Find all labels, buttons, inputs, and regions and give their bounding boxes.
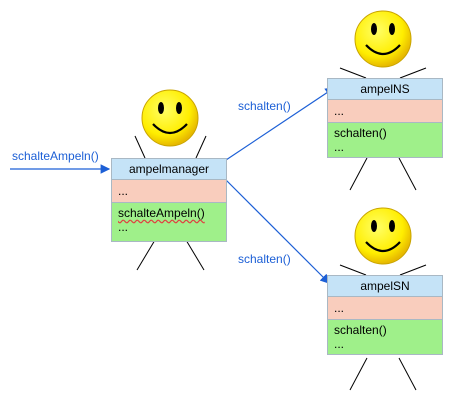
operations-compartment: schalten() ... [328,320,442,354]
stick-figure-lines-manager [134,135,207,271]
smiley-icon-ns [354,10,412,68]
attributes-compartment: ... [328,100,442,123]
operation-item: ... [334,337,345,351]
operation-item: schalten() [334,126,387,140]
stick-figure-lines-ns [339,67,427,191]
arrow-to-ns [225,87,335,161]
object-box-ampelmanager: ampelmanager ... schalteAmpeln() ... [111,158,227,242]
message-label-to-ns: schalten() [238,99,291,113]
arrow-to-sn [225,179,330,284]
operations-compartment: schalteAmpeln() ... [112,203,226,241]
operation-item: schalten() [334,323,387,337]
object-box-ampelsn: ampelSN ... schalten() ... [327,275,443,355]
attributes-compartment: ... [112,180,226,203]
object-name: ampelmanager [112,159,226,180]
operation-item: schalteAmpeln() [118,206,205,220]
attributes-compartment: ... [328,297,442,320]
message-label-to-sn: schalten() [238,252,291,266]
object-name: ampelNS [328,79,442,100]
smiley-icon-manager [141,89,199,147]
operations-compartment: schalten() ... [328,123,442,157]
operation-item: ... [118,220,129,234]
object-name: ampelSN [328,276,442,297]
object-box-ampelns: ampelNS ... schalten() ... [327,78,443,158]
incoming-message-label: schalteAmpeln() [12,149,99,163]
operation-item: ... [334,140,345,154]
smiley-icon-sn [354,207,412,265]
stick-figure-lines-sn [339,264,427,391]
